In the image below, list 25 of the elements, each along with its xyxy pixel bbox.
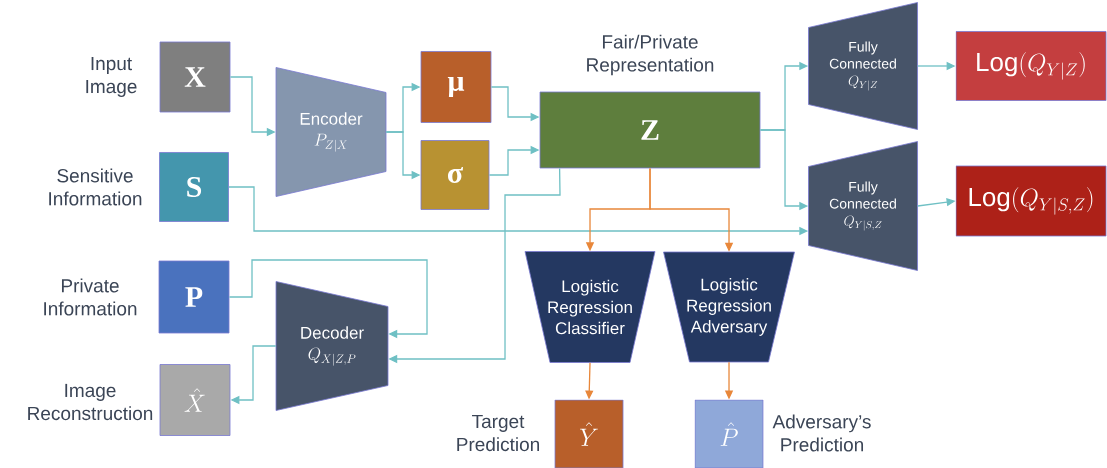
- prediction-box: $\hat{Y}$: [554, 399, 624, 468]
- decoder-trapezoid: Decoder $Q_{X|Z,P}$: [275, 281, 389, 411]
- variable-box: μ: [420, 51, 492, 123]
- output-box: $\mathrm{Log}(Q_{Y|Z})$: [955, 31, 1107, 101]
- representation-box: Z: [539, 91, 761, 169]
- node-caption: Adversary’s Prediction: [772, 414, 871, 452]
- arrow: [228, 259, 428, 339]
- prediction-box: $\hat{P}$: [694, 399, 764, 468]
- adversary-trapezoid: Logistic Regression Adversary: [663, 251, 795, 363]
- node-caption: Fair/Private Representation: [587, 34, 714, 76]
- variable-box: σ: [420, 140, 490, 210]
- layer-trapezoid: Fully Connected $Q_{Y|S,Z}$: [808, 141, 918, 271]
- variable-box: $\hat{X}$: [159, 364, 231, 436]
- layer-trapezoid: Fully Connected $Q_{Y|Z}$: [808, 2, 918, 130]
- node-caption: Private Information: [44, 278, 137, 316]
- variable-box: S: [159, 152, 229, 222]
- node-caption: Sensitive Information: [49, 168, 142, 206]
- output-box: $\mathrm{Log}(Q_{Y|S,Z})$: [955, 165, 1107, 237]
- variable-box: P: [158, 260, 230, 334]
- node-caption: Target Prediction: [457, 414, 539, 452]
- node-caption: Input Image: [86, 57, 137, 97]
- node-caption: Image Reconstruction: [28, 383, 153, 421]
- encoder-trapezoid: Encoder $P_{Z|X}$: [275, 67, 387, 197]
- classifier-trapezoid: Logistic Regression Classifier: [524, 251, 656, 363]
- variable-box: X: [159, 41, 231, 113]
